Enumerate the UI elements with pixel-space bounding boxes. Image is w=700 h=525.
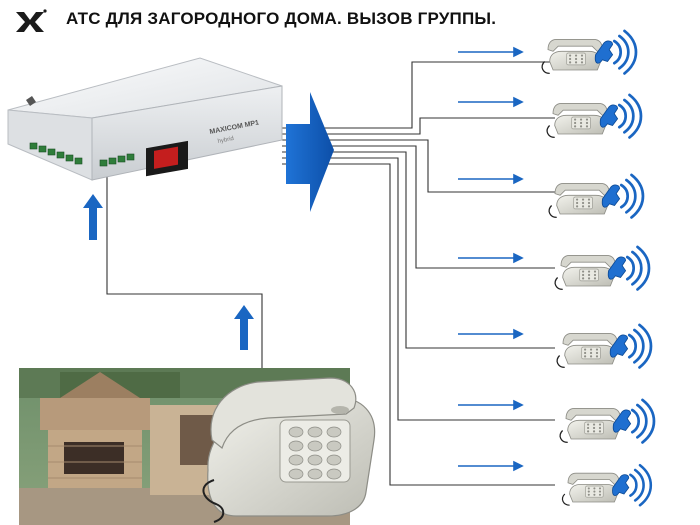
arrow-right-icon xyxy=(458,96,524,108)
ringing-telephone-icon xyxy=(555,323,653,369)
connection-lines xyxy=(106,61,555,486)
small-arrows xyxy=(458,46,524,472)
ringing-telephone-icon xyxy=(545,93,643,139)
ringing-telephone-icon xyxy=(553,245,651,291)
arrow-up-icon xyxy=(83,194,103,240)
desk-telephone-icon xyxy=(202,377,376,523)
arrow-right-icon xyxy=(458,328,524,340)
arrow-up-icon xyxy=(234,305,254,350)
line-from-caller xyxy=(106,175,263,380)
ringing-telephone-icon xyxy=(547,173,645,219)
ringing-telephone-icon xyxy=(558,398,656,444)
outdoor-barbecue-photo xyxy=(19,368,350,525)
line-to-phone-6 xyxy=(282,157,555,421)
arrow-right-icon xyxy=(458,252,524,264)
line-to-phone-5 xyxy=(282,151,555,349)
pbx-variant-label: hybrid xyxy=(217,136,234,145)
pbx-unit-icon: MAXICOM MP1 hybrid xyxy=(7,57,283,181)
ringing-telephone-icon xyxy=(540,29,638,75)
maxicom-logo-icon xyxy=(16,9,47,32)
arrow-right-icon xyxy=(458,399,524,411)
arrow-right-icon xyxy=(458,46,524,58)
ringing-telephone-icon xyxy=(561,463,653,507)
line-to-phone-3 xyxy=(282,139,555,193)
line-to-phone-2 xyxy=(282,117,555,135)
arrow-right-icon xyxy=(458,460,524,472)
page-title: АТС ДЛЯ ЗАГОРОДНОГО ДОМА. ВЫЗОВ ГРУППЫ. xyxy=(66,9,497,28)
line-to-phone-1 xyxy=(282,61,555,129)
arrow-right-icon xyxy=(458,173,524,185)
line-to-phone-7 xyxy=(282,163,555,486)
distribution-arrow-icon xyxy=(286,92,334,212)
line-to-phone-4 xyxy=(282,145,555,269)
